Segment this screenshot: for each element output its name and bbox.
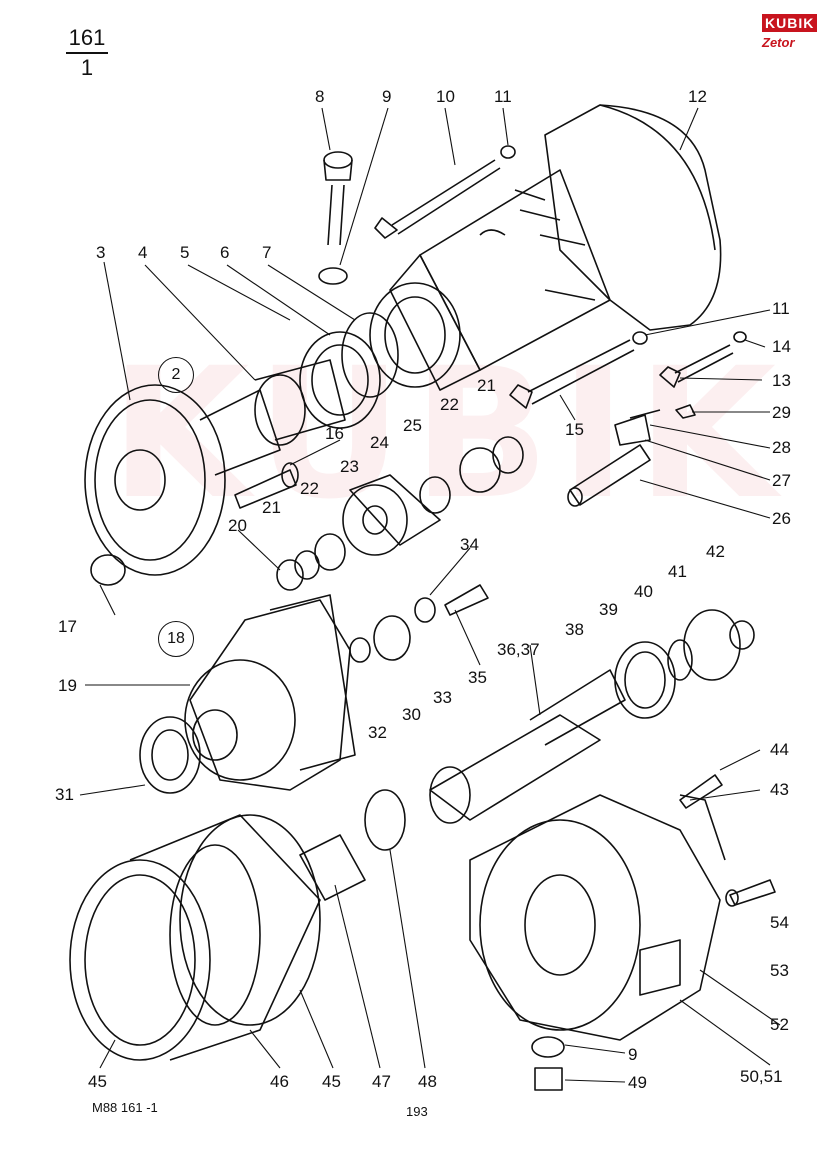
logo-sub: Zetor — [762, 35, 795, 50]
part-label: 9 — [382, 87, 392, 106]
part-label: 15 — [565, 420, 584, 439]
part-label: 13 — [772, 371, 791, 390]
part-label: 23 — [340, 457, 359, 476]
part-label: 48 — [418, 1072, 437, 1091]
part-label: 10 — [436, 87, 455, 106]
drawing-code: M88 161 -1 — [92, 1100, 158, 1115]
part-label: 19 — [58, 676, 77, 695]
part-label: 9 — [628, 1045, 638, 1064]
part-label: 30 — [402, 705, 421, 724]
dealer-logo: KUBIK Zetor — [762, 14, 818, 64]
part-label: 53 — [770, 961, 789, 980]
part-label: 54 — [770, 913, 789, 932]
part-label: 12 — [688, 87, 707, 106]
part-label: 14 — [772, 337, 791, 356]
half-shaft — [84, 312, 399, 576]
part-label: 43 — [770, 780, 789, 799]
part-label: 44 — [770, 740, 789, 759]
part-label: 27 — [772, 471, 791, 490]
part-label: 31 — [55, 785, 74, 804]
part-label: 47 — [372, 1072, 391, 1091]
part-label: 5 — [180, 243, 190, 262]
part-label: 34 — [460, 535, 479, 554]
part-label: 39 — [599, 600, 618, 619]
part-label: 50,51 — [740, 1067, 783, 1086]
part-label: 45 — [88, 1072, 107, 1091]
output-shaft — [299, 609, 755, 901]
part-label: 20 — [228, 516, 247, 535]
oil-plug — [318, 151, 353, 285]
part-label: 28 — [772, 438, 791, 457]
part-label: 29 — [772, 403, 791, 422]
bolts-right — [509, 331, 747, 507]
part-label: 11 — [772, 299, 790, 318]
watermark: KUBIK — [110, 330, 787, 539]
part-label: 38 — [565, 620, 584, 639]
part-label: 36,37 — [497, 640, 540, 659]
part-label: 3 — [96, 243, 106, 262]
part-label: 46 — [270, 1072, 289, 1091]
figure-bar — [66, 52, 108, 54]
ring-gear-drum — [69, 814, 321, 1061]
wheel-hub — [469, 774, 776, 1091]
group-callout: 18 — [158, 621, 194, 657]
group-callout: 2 — [158, 357, 194, 393]
part-label: 26 — [772, 509, 791, 528]
figure-top: 161 — [68, 25, 106, 50]
part-label: 25 — [403, 416, 422, 435]
leader-lines — [79, 107, 781, 1083]
part-label: 17 — [58, 617, 77, 636]
part-label: 21 — [477, 376, 496, 395]
part-label: 22 — [440, 395, 459, 414]
part-label: 24 — [370, 433, 389, 452]
part-label: 8 — [315, 87, 325, 106]
part-label: 21 — [262, 498, 281, 517]
part-label: 6 — [220, 243, 230, 262]
part-label: 41 — [668, 562, 687, 581]
part-label: 4 — [138, 243, 148, 262]
part-label: 11 — [494, 87, 512, 106]
part-label: 22 — [300, 479, 319, 498]
final-drive-housing — [369, 104, 722, 391]
logo-brand: KUBIK — [762, 14, 818, 32]
planet-carrier-housing — [139, 584, 489, 794]
page-number: 193 — [406, 1104, 428, 1119]
part-label: 45 — [322, 1072, 341, 1091]
part-label: 7 — [262, 243, 272, 262]
part-label: 16 — [325, 424, 344, 443]
part-label: 40 — [634, 582, 653, 601]
figure-bottom: 1 — [80, 55, 94, 80]
part-label: 33 — [433, 688, 452, 707]
long-bolt-10 — [374, 145, 516, 239]
gear-train — [90, 436, 524, 591]
figure-number: 161 1 — [66, 26, 108, 80]
part-label: 49 — [628, 1073, 647, 1092]
part-label: 42 — [706, 542, 725, 561]
part-label: 52 — [770, 1015, 789, 1034]
part-label: 32 — [368, 723, 387, 742]
part-label: 35 — [468, 668, 487, 687]
